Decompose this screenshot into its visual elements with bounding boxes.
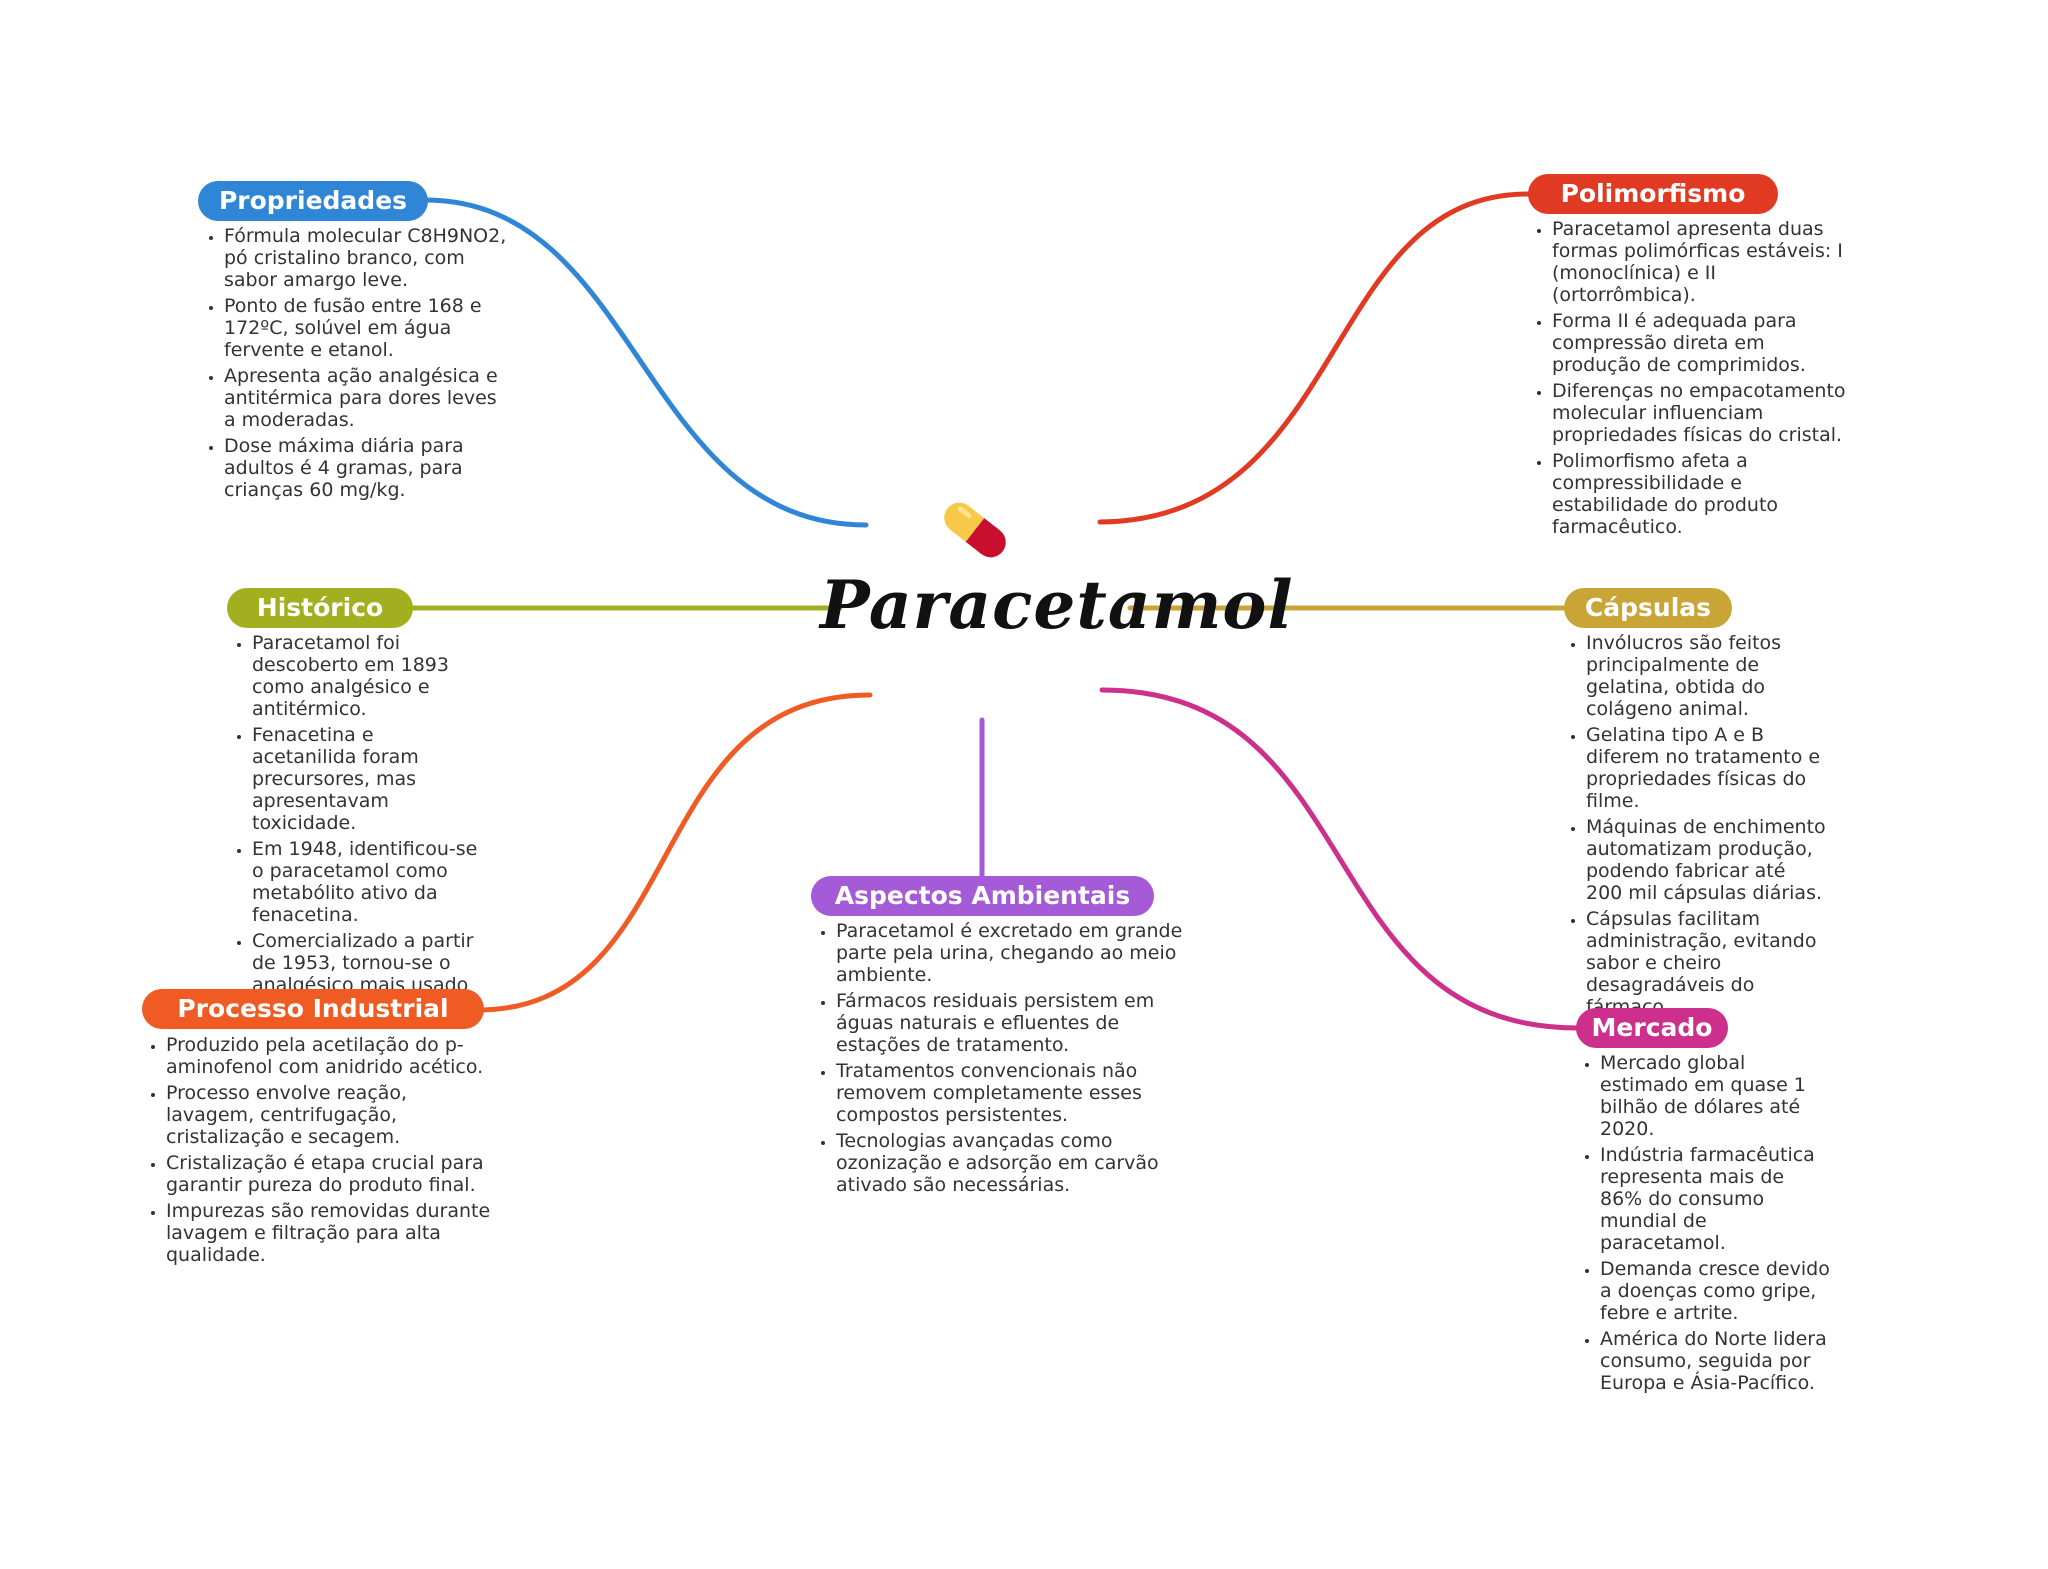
- propriedades-bullet-item: Fórmula molecular C8H9NO2, pó cristalino…: [224, 225, 514, 291]
- mercado-bullet-item: Demanda cresce devido a doenças como gri…: [1600, 1258, 1830, 1324]
- aspectos-bullet-item: Fármacos residuais persistem em águas na…: [836, 990, 1196, 1056]
- branch-label-capsulas[interactable]: Cápsulas: [1564, 588, 1732, 628]
- branch-list-mercado: Mercado global estimado em quase 1 bilhã…: [1580, 1052, 1830, 1398]
- polimorfismo-bullet-item: Polimorfismo afeta a compressibilidade e…: [1552, 450, 1852, 538]
- branch-list-propriedades: Fórmula molecular C8H9NO2, pó cristalino…: [204, 225, 514, 505]
- mercado-bullet-item: América do Norte lidera consumo, seguida…: [1600, 1328, 1830, 1394]
- capsulas-bullet-item: Invólucros são feitos principalmente de …: [1586, 632, 1826, 720]
- processo-bullet-item: Cristalização é etapa crucial para garan…: [166, 1152, 496, 1196]
- branch-list-polimorfismo: Paracetamol apresenta duas formas polimó…: [1532, 218, 1852, 542]
- branch-label-historico[interactable]: Histórico: [227, 588, 413, 628]
- capsulas-bullet-item: Máquinas de enchimento automatizam produ…: [1586, 816, 1826, 904]
- mercado-bullet-item: Indústria farmacêutica representa mais d…: [1600, 1144, 1830, 1254]
- aspectos-bullet-item: Paracetamol é excretado em grande parte …: [836, 920, 1196, 986]
- connector-propriedades: [422, 197, 869, 528]
- branch-label-mercado[interactable]: Mercado: [1576, 1008, 1728, 1048]
- processo-bullet-item: Impurezas são removidas durante lavagem …: [166, 1200, 496, 1266]
- historico-bullet-item: Paracetamol foi descoberto em 1893 como …: [252, 632, 482, 720]
- historico-bullet-item: Fenacetina e acetanilida foram precursor…: [252, 724, 482, 834]
- mercado-bullet-item: Mercado global estimado em quase 1 bilhã…: [1600, 1052, 1830, 1140]
- connector-polimorfismo: [1097, 191, 1531, 525]
- polimorfismo-bullet-item: Diferenças no empacotamento molecular in…: [1552, 380, 1852, 446]
- capsule-icon: [944, 502, 1006, 558]
- branch-list-processo: Produzido pela acetilação do p-aminofeno…: [146, 1034, 496, 1270]
- capsulas-bullet-item: Gelatina tipo A e B diferem no tratament…: [1586, 724, 1826, 812]
- historico-bullet-item: Em 1948, identificou-se o paracetamol co…: [252, 838, 482, 926]
- branch-list-capsulas: Invólucros são feitos principalmente de …: [1566, 632, 1826, 1022]
- connector-mercado: [1099, 687, 1581, 1031]
- branch-list-historico: Paracetamol foi descoberto em 1893 como …: [232, 632, 482, 1022]
- capsulas-bullet-item: Cápsulas facilitam administração, evitan…: [1586, 908, 1826, 1018]
- propriedades-bullet-item: Apresenta ação analgésica e antitérmica …: [224, 365, 514, 431]
- propriedades-bullet-item: Dose máxima diária para adultos é 4 gram…: [224, 435, 514, 501]
- processo-bullet-item: Processo envolve reação, lavagem, centri…: [166, 1082, 496, 1148]
- central-topic-title: Paracetamol: [820, 566, 1294, 644]
- branch-list-aspectos: Paracetamol é excretado em grande parte …: [816, 920, 1196, 1200]
- polimorfismo-bullet-item: Paracetamol apresenta duas formas polimó…: [1552, 218, 1852, 306]
- propriedades-bullet-item: Ponto de fusão entre 168 e 172ºC, solúve…: [224, 295, 514, 361]
- branch-label-aspectos[interactable]: Aspectos Ambientais: [811, 876, 1154, 916]
- connector-processo: [475, 692, 873, 1013]
- aspectos-bullet-item: Tecnologias avançadas como ozonização e …: [836, 1130, 1196, 1196]
- branch-label-polimorfismo[interactable]: Polimorfismo: [1528, 174, 1778, 214]
- polimorfismo-bullet-item: Forma II é adequada para compressão dire…: [1552, 310, 1852, 376]
- branch-label-propriedades[interactable]: Propriedades: [198, 181, 428, 221]
- aspectos-bullet-item: Tratamentos convencionais não removem co…: [836, 1060, 1196, 1126]
- branch-label-processo[interactable]: Processo Industrial: [142, 989, 484, 1029]
- processo-bullet-item: Produzido pela acetilação do p-aminofeno…: [166, 1034, 496, 1078]
